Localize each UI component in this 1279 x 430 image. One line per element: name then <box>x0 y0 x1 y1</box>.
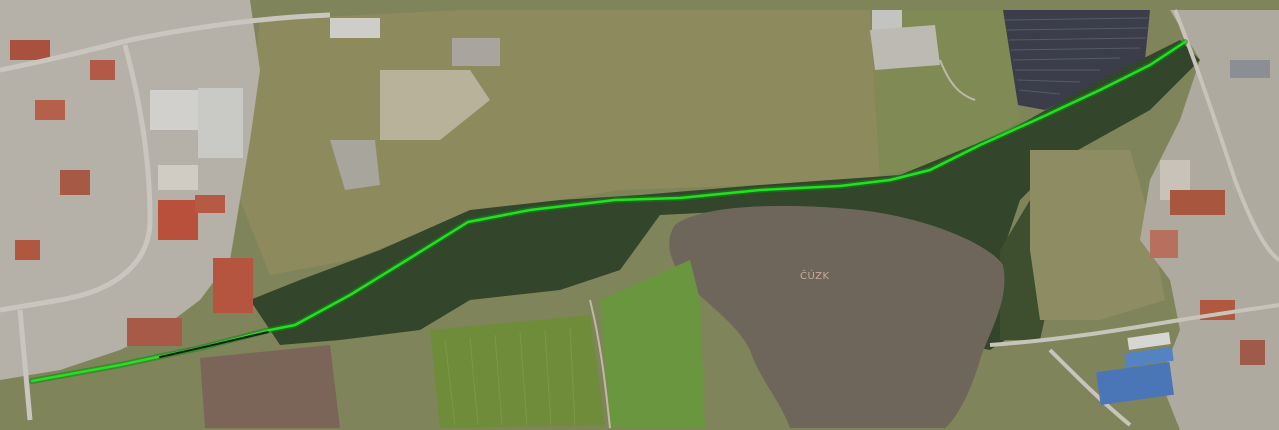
town-right <box>1140 10 1279 430</box>
solar-rows <box>1004 17 1149 95</box>
white-building <box>1127 332 1171 350</box>
map-watermark: ČÚZK <box>800 271 830 282</box>
field-rows <box>444 327 576 426</box>
green-field <box>430 315 605 428</box>
industrial-building-3 <box>872 10 902 30</box>
blue-building <box>1096 362 1175 405</box>
town-right-buildings <box>1150 60 1270 365</box>
meadow-right <box>1030 150 1165 320</box>
route-core <box>30 40 1187 383</box>
plowed-field <box>200 345 340 428</box>
quarry-patch <box>380 70 490 140</box>
industrial-building <box>452 38 500 66</box>
pond <box>669 205 1005 428</box>
gravel-pad <box>330 140 380 190</box>
paths <box>589 59 976 429</box>
blue-building-2 <box>1124 346 1174 368</box>
route-line <box>29 39 1188 384</box>
town-left-buildings <box>10 40 253 346</box>
roads-left <box>0 12 331 421</box>
parking-top <box>870 25 940 70</box>
route-dark-segment <box>159 331 269 358</box>
industrial-building-2 <box>330 18 380 38</box>
road-right <box>989 9 1279 427</box>
green-field-2 <box>600 260 705 428</box>
solar-farm <box>1003 10 1150 110</box>
